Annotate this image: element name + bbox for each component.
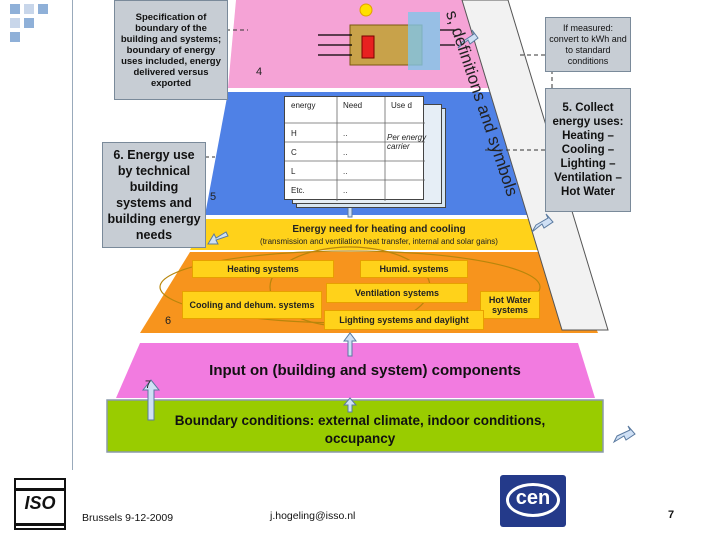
deco-square xyxy=(10,18,20,28)
diagonal-banner-shape xyxy=(461,0,609,331)
iso-logo: ISO xyxy=(14,478,66,530)
energy-use-box: 6. Energy use by technical building syst… xyxy=(102,142,206,248)
table-header-used: Use d xyxy=(391,101,412,110)
footer-email[interactable]: j.hogeling@isso.nl xyxy=(270,510,356,522)
table-header-need: Need xyxy=(343,101,363,110)
energy-need-title: Energy need for heating and cooling xyxy=(292,224,466,235)
deco-square xyxy=(24,18,34,28)
boiler-icon xyxy=(361,35,375,59)
table-header-energy: energy xyxy=(291,101,316,110)
table-cell-dots: .. xyxy=(343,186,348,195)
boundary-layer xyxy=(106,399,604,453)
lighting-systems-box: Lighting systems and daylight xyxy=(324,310,484,330)
table-cell-etc: Etc. xyxy=(291,186,305,195)
ventilation-systems-box: Ventilation systems xyxy=(326,283,468,303)
level-7-label: 7 xyxy=(145,379,152,391)
pyramid-layer-7 xyxy=(116,343,595,398)
table-note: Per energy carrier xyxy=(387,133,427,151)
window-icon xyxy=(408,12,440,70)
table-cell-dots: .. xyxy=(343,129,348,138)
level-4-label: 4 xyxy=(256,66,263,78)
measured-box: If measured: convert to kWh and to stand… xyxy=(545,17,631,72)
level-5-label: 5 xyxy=(210,191,217,203)
pyramid-layer-need xyxy=(190,219,565,250)
table-cell-c: C xyxy=(291,148,297,157)
heating-systems-box: Heating systems xyxy=(192,260,334,278)
vertical-rule xyxy=(72,0,73,470)
deco-square xyxy=(10,32,20,42)
page-number: 7 xyxy=(668,509,675,521)
cooling-systems-box: Cooling and dehum. systems xyxy=(182,291,322,319)
deco-square xyxy=(24,4,34,14)
energy-table: energy Need Use d H C L Etc. .. .. .. ..… xyxy=(284,96,426,201)
boundary-conditions-label: Boundary conditions: external climate, i… xyxy=(174,413,546,446)
level-6-label: 6 xyxy=(165,315,172,327)
table-cell-h: H xyxy=(291,129,297,138)
collect-energy-box: 5. Collect energy uses: Heating – Coolin… xyxy=(545,88,631,212)
footer-place-date: Brussels 9-12-2009 xyxy=(82,512,174,524)
table-grid xyxy=(285,97,425,201)
deco-square xyxy=(38,4,48,14)
energy-need-subtitle: (transmission and ventilation heat trans… xyxy=(260,237,498,246)
humid-systems-box: Humid. systems xyxy=(360,260,468,278)
specification-box: Specification of boundary of the buildin… xyxy=(114,0,228,100)
deco-square xyxy=(10,4,20,14)
input-components-label: Input on (building and system) component… xyxy=(209,362,521,379)
hot-water-systems-box: Hot Water systems xyxy=(480,291,540,319)
cen-logo: cen xyxy=(500,475,566,527)
table-cell-dots: .. xyxy=(343,167,348,176)
sun-icon xyxy=(359,3,373,17)
table-cell-l: L xyxy=(291,167,296,176)
table-cell-dots: .. xyxy=(343,148,348,157)
